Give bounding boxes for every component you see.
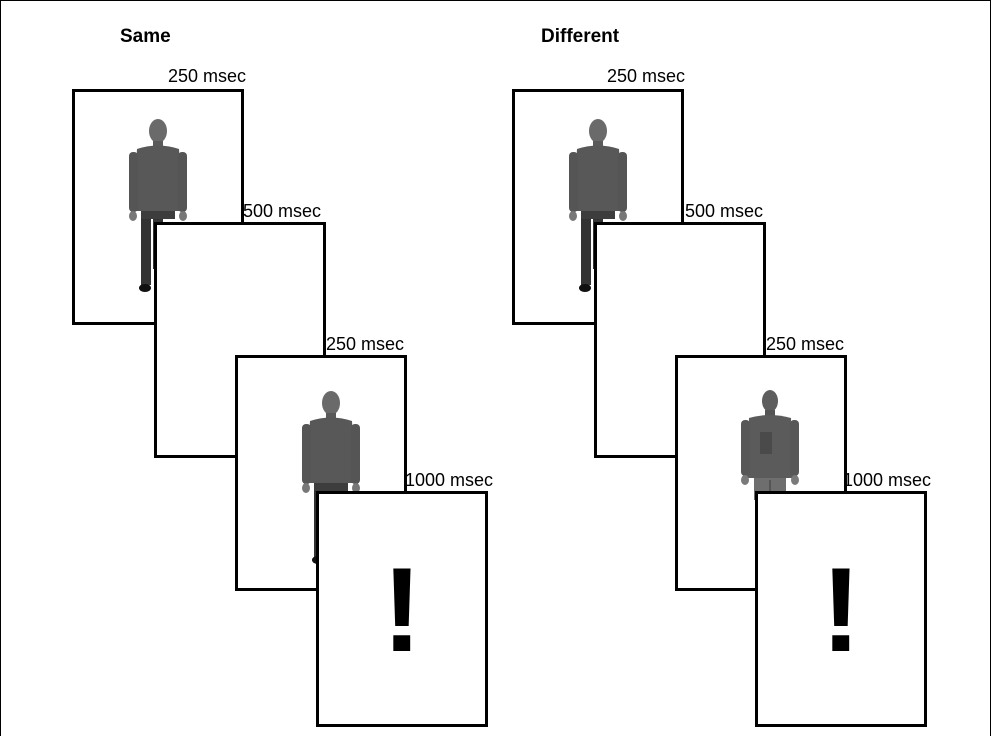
duration-label-different-2: 500 msec [685, 201, 764, 221]
duration-label-same-4: 1000 msec [405, 470, 494, 490]
duration-label-different-4: 1000 msec [843, 470, 932, 490]
duration-label-different-1: 250 msec [607, 66, 686, 86]
duration-label-same-3: 250 msec [326, 334, 405, 354]
duration-label-different-3: 250 msec [766, 334, 845, 354]
exclamation-mark: ! [821, 543, 861, 677]
person-figure-alt [741, 390, 799, 500]
exclamation-mark: ! [382, 543, 422, 677]
duration-label-same-1: 250 msec [168, 66, 247, 86]
frame-different-4: ! [755, 491, 927, 727]
duration-label-same-2: 500 msec [243, 201, 322, 221]
panel-title-same: Same [120, 26, 171, 47]
panel-title-different: Different [541, 26, 620, 47]
frame-same-4: ! [316, 491, 488, 727]
